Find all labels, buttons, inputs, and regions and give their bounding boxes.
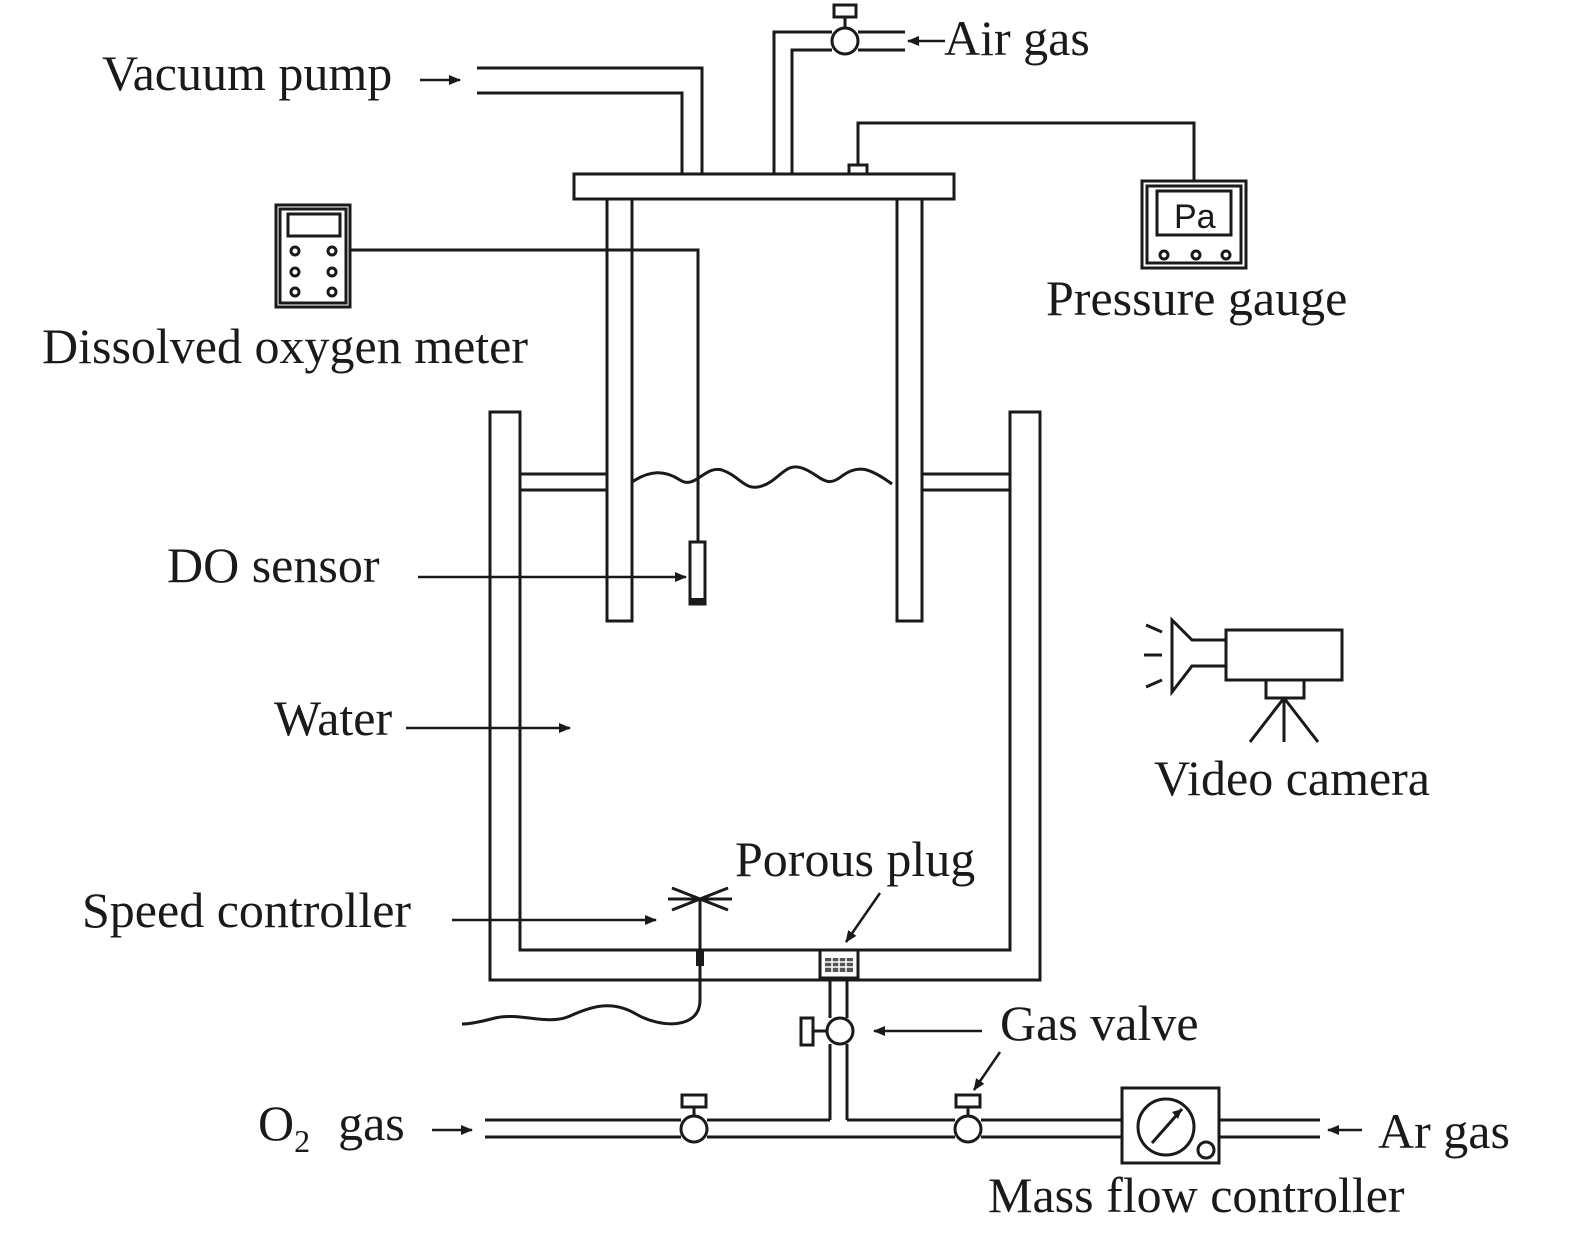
do-sensor-label: DO sensor [167, 537, 380, 593]
porous-plug-arrow [844, 892, 882, 943]
do-sensor-cable [350, 248, 700, 542]
dissolved-oxygen-meter-label: Dissolved oxygen meter [42, 318, 528, 374]
air-gas-valve-icon [830, 3, 860, 56]
inner-chamber-walls [605, 197, 924, 623]
pressure-gauge-label: Pressure gauge [1046, 270, 1347, 326]
pressure-gauge-display: Pa [1174, 198, 1216, 236]
mass-flow-controller-icon [1120, 1086, 1221, 1165]
o2-valve-icon [679, 1093, 709, 1144]
porous-plug-icon [818, 948, 860, 980]
porous-plug-label: Porous plug [735, 831, 975, 887]
water-label: Water [274, 690, 392, 746]
outer-vessel [488, 410, 1042, 982]
ar-gas-label: Ar gas [1378, 1103, 1510, 1159]
bottom-gas-pipe [485, 1118, 1320, 1139]
video-camera-label: Video camera [1154, 750, 1430, 806]
air-gas-pipe [772, 30, 905, 174]
speed-controller-stirrer-icon [461, 886, 732, 1026]
gas-valve-label: Gas valve [1000, 995, 1199, 1051]
mass-flow-controller-label: Mass flow controller [988, 1167, 1405, 1223]
ar-valve-icon [953, 1093, 983, 1144]
vacuum-pump-label: Vacuum pump [102, 45, 392, 101]
pressure-gauge-icon: Pa [1140, 179, 1248, 270]
water-surface [520, 465, 1010, 492]
ar-valve-arrow [972, 1051, 1002, 1091]
vacuum-pump-pipe [477, 66, 704, 174]
pressure-gauge-wire [856, 121, 1196, 181]
dissolved-oxygen-meter-icon [274, 203, 352, 309]
vacuum-chamber-lid [572, 163, 956, 201]
speed-controller-label: Speed controller [82, 882, 411, 938]
do-sensor-icon [688, 540, 707, 606]
gas-feed-pipe [828, 980, 849, 1120]
air-gas-label: Air gas [944, 10, 1090, 66]
video-camera-icon [1144, 616, 1344, 743]
gas-valve-icon [799, 1016, 855, 1047]
